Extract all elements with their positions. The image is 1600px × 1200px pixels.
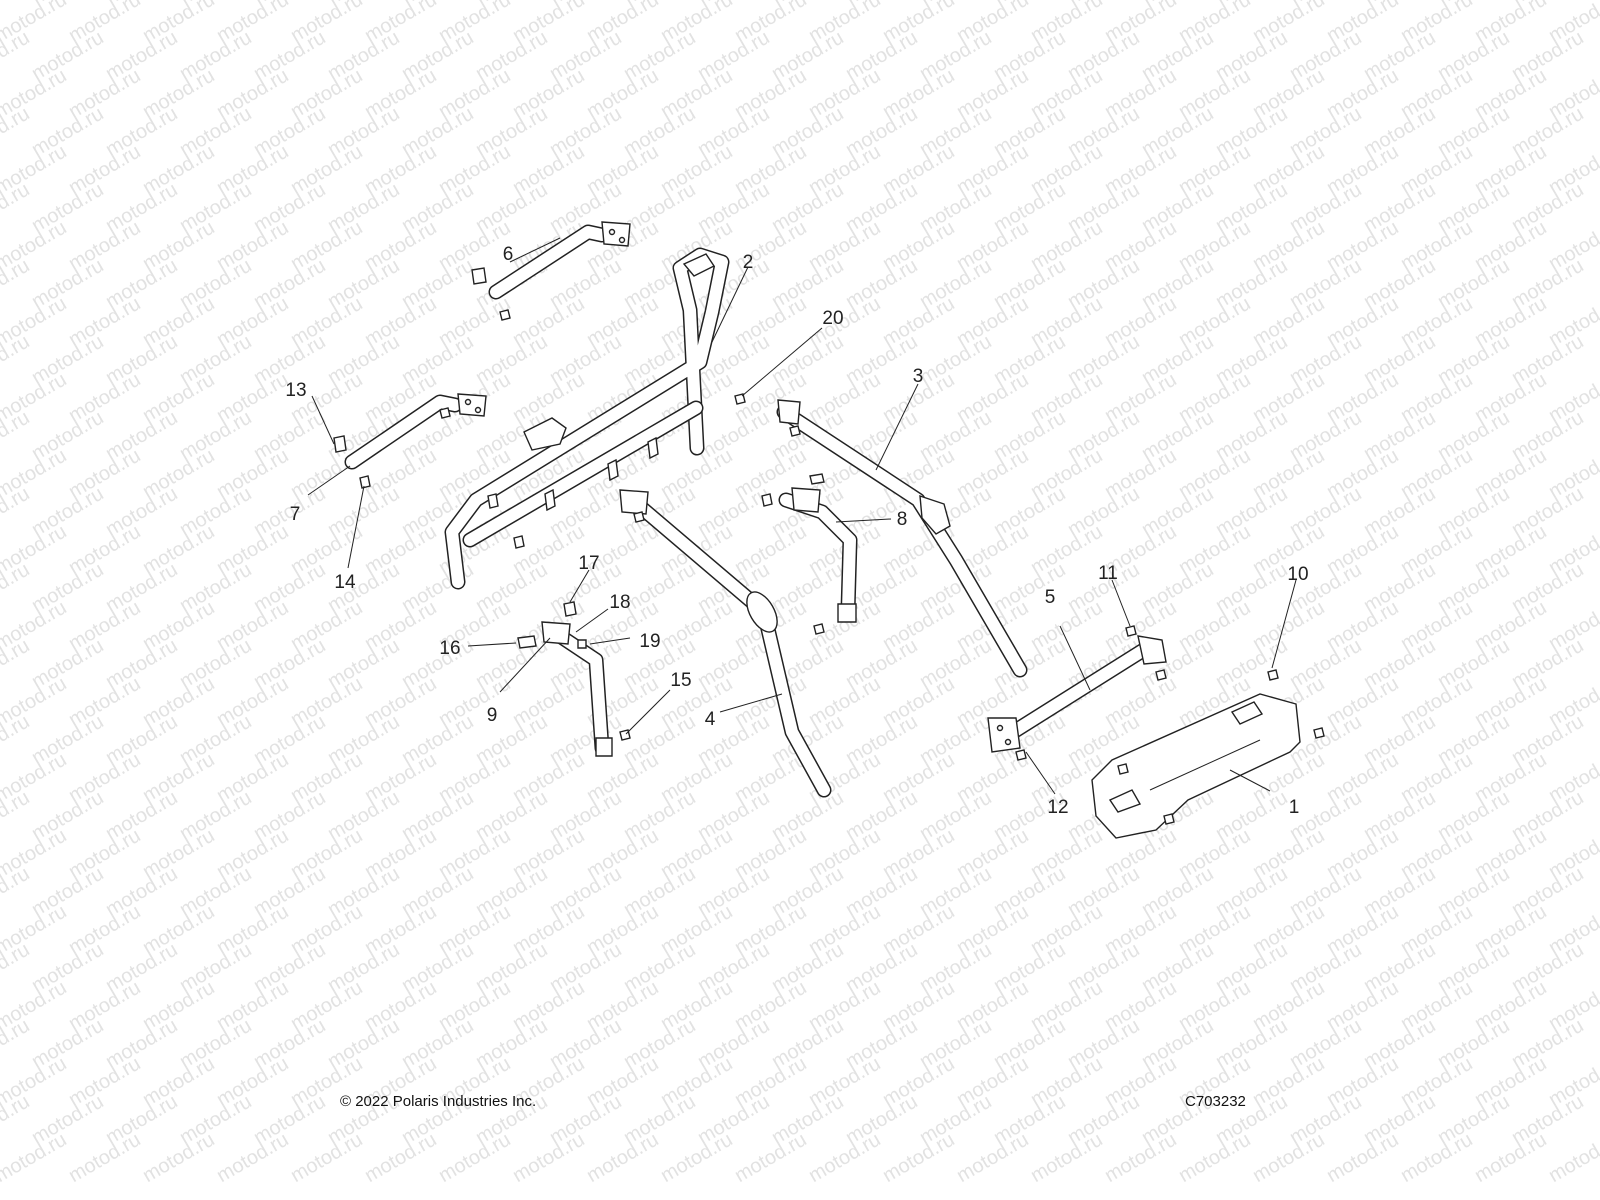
callout-11: 11: [1098, 563, 1118, 584]
callout-4: 4: [705, 709, 716, 730]
leader-lines: [307, 237, 1297, 795]
callout-19: 19: [639, 631, 660, 652]
callout-5: 5: [1045, 587, 1056, 608]
part-5-crossbar: [987, 625, 1167, 761]
copyright-text: © 2022 Polaris Industries Inc.: [340, 1093, 537, 1110]
callout-2: 2: [743, 252, 754, 273]
callout-10: 10: [1287, 564, 1308, 585]
drawing-number: C703232: [1185, 1093, 1246, 1110]
part-1-plate: [1091, 669, 1325, 839]
callout-13: 13: [285, 380, 306, 401]
callout-7: 7: [290, 504, 301, 525]
part-3-tube: [776, 399, 1028, 678]
part-20-nut: [734, 393, 746, 405]
part-2-roll-bar: [444, 247, 730, 590]
part-7-brace: [333, 393, 487, 489]
part-4-tube: [619, 489, 832, 798]
part-9-bracket: [517, 601, 631, 757]
callout-17: 17: [578, 553, 599, 574]
callout-15: 15: [670, 670, 691, 691]
callout-18: 18: [609, 592, 630, 613]
callout-8: 8: [897, 509, 908, 530]
callout-12: 12: [1047, 797, 1068, 818]
callout-16: 16: [439, 638, 460, 659]
callout-6: 6: [503, 244, 514, 265]
callout-14: 14: [334, 572, 356, 593]
callout-3: 3: [913, 366, 924, 387]
part-8-brace: [761, 473, 858, 635]
callout-9: 9: [487, 705, 498, 726]
part-6-brace: [471, 221, 631, 321]
callout-labels: 1 2 3 4 5 6 7 8 9 10 11 12 13 14 15 16 1…: [285, 244, 1308, 818]
callout-20: 20: [822, 308, 843, 329]
callout-1: 1: [1289, 797, 1300, 818]
